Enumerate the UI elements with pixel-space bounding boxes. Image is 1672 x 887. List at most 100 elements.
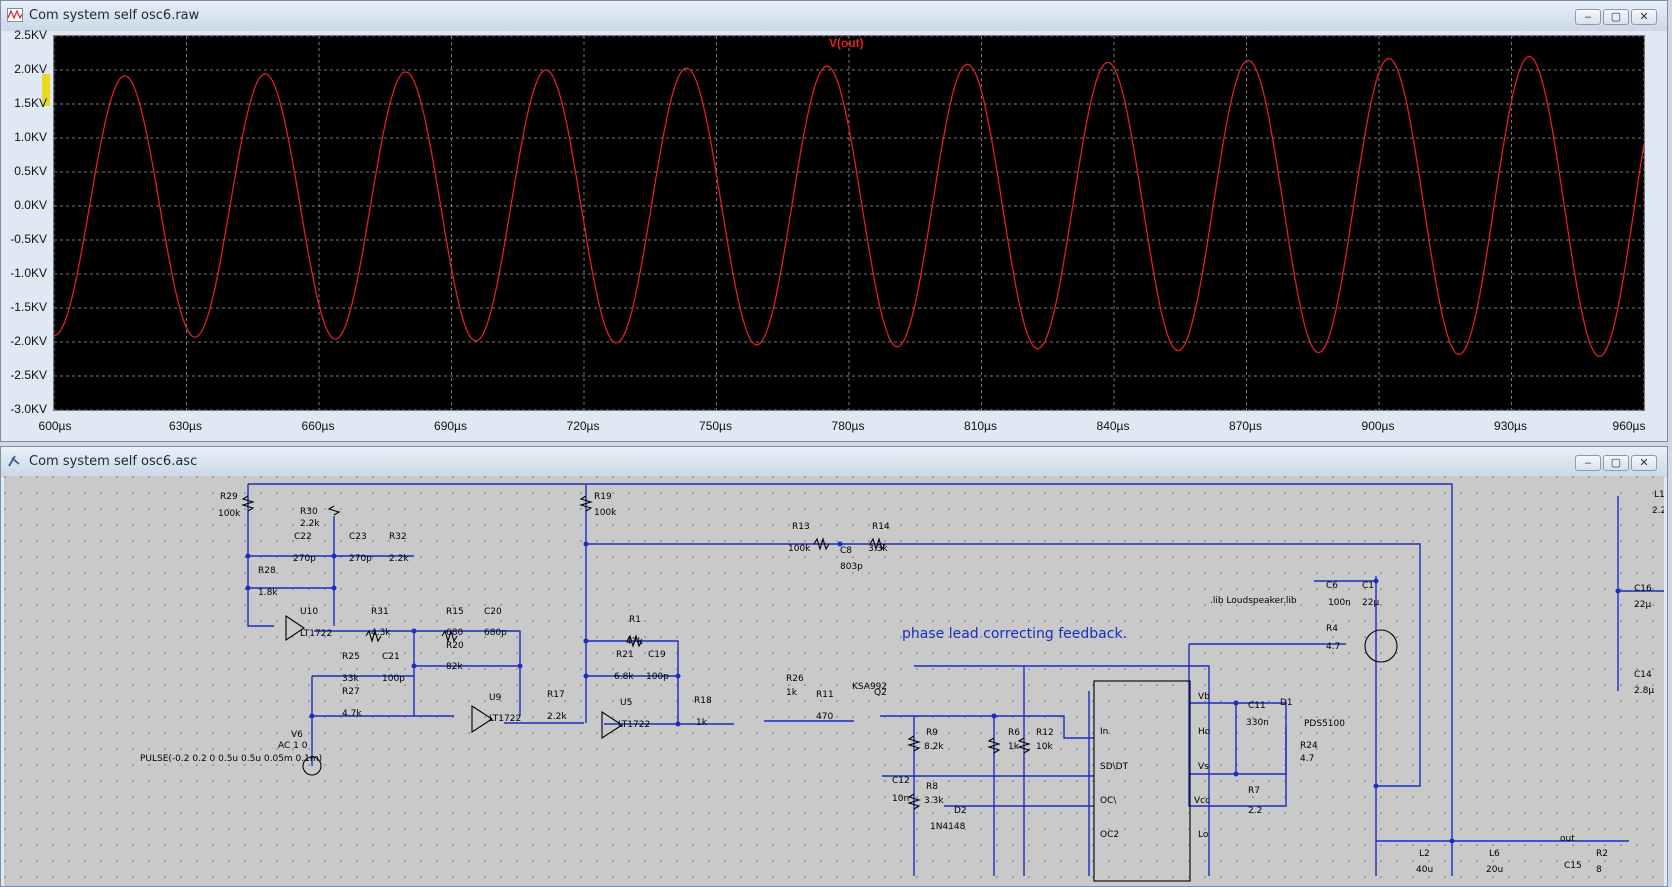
component-label[interactable]: V6 [291, 730, 303, 740]
component-label[interactable]: R4 [1326, 624, 1338, 634]
cursor-marker[interactable] [42, 74, 50, 106]
component-label[interactable]: R1 [629, 615, 641, 625]
component-label[interactable]: C20 [484, 607, 502, 617]
component-label[interactable]: L2 [1419, 849, 1430, 859]
component-label[interactable]: out [1560, 834, 1575, 844]
component-label[interactable]: C19 [648, 650, 666, 660]
component-label[interactable]: C11 [1248, 701, 1266, 711]
plot-area[interactable] [42, 35, 1645, 411]
component-label[interactable]: R9 [926, 728, 938, 738]
component-label[interactable]: 100p [646, 672, 669, 682]
component-label[interactable]: Vs [1198, 762, 1209, 772]
component-label[interactable]: R27 [342, 687, 360, 697]
component-label[interactable]: LT1722 [300, 629, 333, 639]
component-label[interactable]: PULSE(-0.2 0.2 0 0.5u 0.5u 0.05m 0.1m) [140, 754, 323, 764]
component-label[interactable]: 1k [786, 688, 797, 698]
minimize-button[interactable]: – [1575, 9, 1601, 25]
minimize-button[interactable]: – [1575, 455, 1601, 471]
component-label[interactable]: OC\ [1100, 796, 1117, 806]
component-label[interactable]: C21 [382, 652, 400, 662]
component-label[interactable]: 270p [293, 554, 316, 564]
component-label[interactable]: U9 [489, 693, 502, 703]
component-label[interactable]: R29 [220, 492, 238, 502]
component-label[interactable]: C8 [840, 546, 853, 556]
component-label[interactable]: Q2 [874, 688, 887, 698]
component-label[interactable]: 1.8k [258, 588, 278, 598]
component-label[interactable]: C16 [1634, 584, 1652, 594]
schematic-wiring[interactable] [4, 476, 1664, 886]
component-label[interactable]: C14 [1634, 670, 1652, 680]
component-label[interactable]: 22μ [1362, 598, 1380, 608]
component-label[interactable]: 22μ [1634, 600, 1652, 610]
component-label[interactable]: L1 [1654, 490, 1664, 500]
component-label[interactable]: 2.2k [547, 712, 567, 722]
component-label[interactable]: 1N4148 [930, 822, 966, 832]
component-label[interactable]: 100p [382, 674, 405, 684]
component-label[interactable]: Ho [1198, 727, 1211, 737]
component-label[interactable]: PDS5100 [1304, 719, 1345, 729]
component-label[interactable]: R17 [547, 690, 565, 700]
component-label[interactable]: 2.2 [1248, 806, 1263, 816]
component-label[interactable]: R32 [389, 532, 407, 542]
component-label[interactable]: R28 [258, 566, 276, 576]
component-label[interactable]: C6 [1326, 581, 1339, 591]
component-label[interactable]: R31 [371, 607, 389, 617]
component-label[interactable]: 8.2k [924, 742, 944, 752]
component-label[interactable]: R7 [1248, 786, 1260, 796]
component-label[interactable]: 8 [1596, 865, 1602, 875]
component-label[interactable]: 6.8k [614, 672, 634, 682]
plot-window-titlebar[interactable]: Com system self osc6.raw – ▢ ✕ [1, 1, 1667, 31]
component-label[interactable]: 2.25m [1652, 506, 1664, 516]
component-label[interactable]: R26 [786, 674, 804, 684]
component-label[interactable]: 4.3k [371, 628, 391, 638]
component-label[interactable]: 4.7 [1300, 754, 1315, 764]
component-label[interactable]: C15 [1564, 861, 1582, 871]
component-label[interactable]: 33k [342, 674, 359, 684]
component-label[interactable]: KSA992 [852, 682, 888, 692]
component-label[interactable]: 3.3k [868, 544, 888, 554]
component-label[interactable]: 20u [1486, 865, 1504, 875]
component-label[interactable]: 1k [1008, 742, 1019, 752]
maximize-button[interactable]: ▢ [1603, 9, 1629, 25]
component-label[interactable]: .lib Loudspeaker.lib [1210, 596, 1297, 606]
component-label[interactable]: R25 [342, 652, 360, 662]
component-label[interactable]: 47k [626, 637, 643, 647]
series-trace[interactable] [54, 55, 1644, 357]
component-label[interactable]: R19 [594, 492, 612, 502]
component-label[interactable]: 100n [1328, 598, 1351, 608]
component-label[interactable]: Vcc [1194, 796, 1211, 806]
component-label[interactable]: R18 [694, 696, 712, 706]
component-label[interactable]: R6 [1008, 728, 1020, 738]
component-label[interactable]: 82k [446, 662, 463, 672]
component-label[interactable]: 2.2k [300, 519, 320, 529]
component-label[interactable]: 803p [840, 562, 863, 572]
component-label[interactable]: 330n [1246, 718, 1269, 728]
component-label[interactable]: 10k [1036, 742, 1053, 752]
component-label[interactable]: R24 [1300, 741, 1318, 751]
component-label[interactable]: In [1100, 727, 1109, 737]
component-label[interactable]: R20 [446, 641, 464, 651]
component-label[interactable]: R12 [1036, 728, 1054, 738]
component-label[interactable]: D1 [1280, 698, 1293, 708]
component-label[interactable]: R21 [616, 650, 634, 660]
component-label[interactable]: 680 [446, 628, 464, 638]
component-label[interactable]: R13 [792, 522, 810, 532]
component-label[interactable]: LT1722 [489, 714, 522, 724]
component-label[interactable]: 40u [1416, 865, 1434, 875]
maximize-button[interactable]: ▢ [1603, 455, 1629, 471]
component-label[interactable]: 100k [594, 508, 617, 518]
component-label[interactable]: U10 [300, 607, 319, 617]
component-label[interactable]: R2 [1596, 849, 1608, 859]
component-label[interactable]: U5 [620, 698, 633, 708]
schematic-window-titlebar[interactable]: Com system self osc6.asc – ▢ ✕ [1, 447, 1667, 477]
component-label[interactable]: 100k [218, 509, 241, 519]
component-label[interactable]: C12 [892, 776, 910, 786]
component-label[interactable]: 10n [892, 794, 910, 804]
component-label[interactable]: C23 [349, 532, 367, 542]
component-label[interactable]: R14 [872, 522, 890, 532]
component-label[interactable]: Vb [1198, 692, 1210, 702]
component-label[interactable]: 1k [696, 718, 707, 728]
component-label[interactable]: L6 [1489, 849, 1500, 859]
component-label[interactable]: LT1722 [618, 720, 651, 730]
